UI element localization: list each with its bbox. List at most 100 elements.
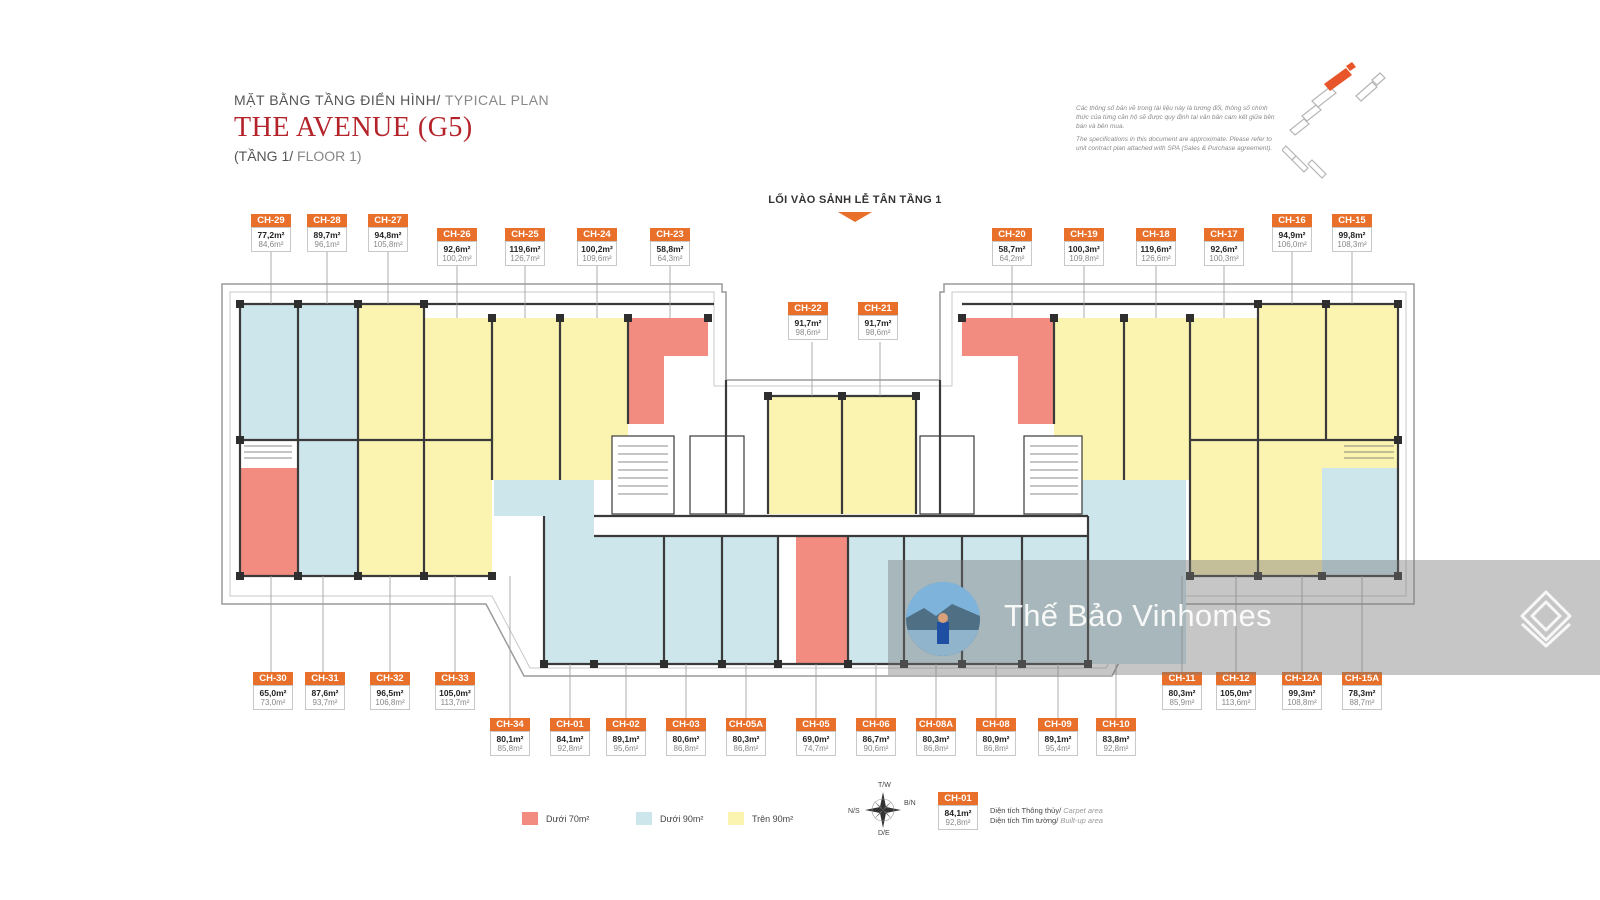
unit-ch-01 bbox=[594, 536, 664, 664]
unit-code: CH-12A bbox=[1282, 672, 1322, 685]
unit-carpet-area: 89,1m² bbox=[1044, 734, 1072, 744]
unit-carpet-area: 78,3m² bbox=[1348, 688, 1376, 698]
unit-carpet-area: 94,8m² bbox=[374, 230, 402, 240]
unit-ch-17 bbox=[1190, 318, 1258, 440]
legend-swatch bbox=[522, 812, 538, 825]
key-explanation: Diện tích Thông thủy/ Carpet area Diện t… bbox=[990, 806, 1103, 826]
unit-code: CH-18 bbox=[1136, 228, 1176, 241]
unit-ch-20 bbox=[962, 318, 1054, 356]
unit-carpet-area: 91,7m² bbox=[864, 318, 892, 328]
key-built-area: 92,8m² bbox=[945, 818, 971, 827]
unit-carpet-area: 80,6m² bbox=[672, 734, 700, 744]
unit-code: CH-08 bbox=[976, 718, 1016, 731]
unit-carpet-area: 94,9m² bbox=[1278, 230, 1306, 240]
unit-ch-32 bbox=[358, 440, 424, 576]
unit-code: CH-19 bbox=[1064, 228, 1104, 241]
legend-label: Dưới 70m² bbox=[546, 813, 590, 824]
unit-built-area: 113,7m² bbox=[440, 698, 470, 707]
unit-ch-31 bbox=[298, 440, 358, 576]
unit-carpet-area: 99,3m² bbox=[1288, 688, 1316, 698]
subtitle-en: TYPICAL PLAN bbox=[440, 92, 550, 108]
unit-code: CH-24 bbox=[577, 228, 617, 241]
unit-ch-15a bbox=[1322, 468, 1398, 576]
unit-carpet-area: 80,3m² bbox=[922, 734, 950, 744]
unit-built-area: 92,8m² bbox=[557, 744, 583, 753]
unit-code: CH-31 bbox=[305, 672, 345, 685]
unit-built-area: 85,8m² bbox=[497, 744, 523, 753]
unit-built-area: 74,7m² bbox=[803, 744, 829, 753]
unit-code: CH-27 bbox=[368, 214, 408, 227]
unit-built-area: 105,8m² bbox=[373, 240, 403, 249]
unit-carpet-area: 96,5m² bbox=[376, 688, 404, 698]
unit-code: CH-15 bbox=[1332, 214, 1372, 227]
disclaimer: Các thông số bản vẽ trong tài liệu này l… bbox=[1076, 104, 1276, 157]
unit-ch-09 bbox=[1022, 536, 1088, 664]
unit-built-area: 64,2m² bbox=[999, 254, 1025, 263]
unit-carpet-area: 105,0m² bbox=[1220, 688, 1252, 698]
unit-built-area: 100,2m² bbox=[442, 254, 472, 263]
unit-built-area: 106,8m² bbox=[375, 698, 405, 707]
compass: T/W B/N D/E N/S bbox=[848, 782, 916, 838]
legend-item-under70: Dưới 70m² bbox=[522, 812, 589, 825]
key-built-en: Built-up area bbox=[1058, 816, 1103, 825]
unit-ch-22 bbox=[768, 396, 842, 514]
unit-code: CH-20 bbox=[992, 228, 1032, 241]
unit-code: CH-06 bbox=[856, 718, 896, 731]
unit-built-area: 93,7m² bbox=[312, 698, 338, 707]
unit-built-area: 98,6m² bbox=[865, 328, 891, 337]
unit-carpet-area: 80,3m² bbox=[1168, 688, 1196, 698]
unit-code: CH-01 bbox=[550, 718, 590, 731]
unit-carpet-area: 119,6m² bbox=[1140, 244, 1172, 254]
site-outline bbox=[221, 283, 1415, 677]
unit-code: CH-05 bbox=[796, 718, 836, 731]
unit-code: CH-02 bbox=[606, 718, 646, 731]
disclaimer-vi: Các thông số bản vẽ trong tài liệu này l… bbox=[1076, 105, 1275, 130]
unit-code: CH-11 bbox=[1162, 672, 1202, 685]
unit-built-area: 95,4m² bbox=[1045, 744, 1071, 753]
unit-built-area: 96,1m² bbox=[314, 240, 340, 249]
unit-code: CH-25 bbox=[505, 228, 545, 241]
unit-ch-23-b bbox=[628, 356, 664, 424]
unit-code: CH-30 bbox=[253, 672, 293, 685]
unit-carpet-area: 92,6m² bbox=[443, 244, 471, 254]
key-code: CH-01 bbox=[938, 792, 978, 805]
floor-label: (TẦNG 1/ FLOOR 1) bbox=[234, 148, 549, 164]
legend-item-under90: Dưới 90m² bbox=[636, 812, 703, 825]
floor-vi: (TẦNG 1/ bbox=[234, 148, 294, 164]
legend-label: Dưới 90m² bbox=[660, 813, 704, 824]
unit-built-area: 86,8m² bbox=[983, 744, 1009, 753]
unit-carpet-area: 119,6m² bbox=[509, 244, 541, 254]
key-carpet-area: 84,1m² bbox=[944, 808, 972, 818]
plan-header: MẶT BẰNG TẦNG ĐIỂN HÌNH/ TYPICAL PLAN TH… bbox=[234, 92, 549, 164]
entrance-label: LỐI VÀO SẢNH LỄ TÂN TẦNG 1 bbox=[768, 194, 942, 206]
plan-title: THE AVENUE (G5) bbox=[234, 112, 473, 143]
unit-ch-18 bbox=[1124, 318, 1190, 480]
compass-west: N/S bbox=[848, 808, 860, 815]
unit-carpet-area: 87,6m² bbox=[311, 688, 339, 698]
legend-swatch bbox=[636, 812, 652, 825]
unit-ch-27 bbox=[358, 304, 424, 440]
unit-code: CH-29 bbox=[251, 214, 291, 227]
unit-ch-03 bbox=[722, 536, 778, 664]
unit-ch-05 bbox=[796, 536, 848, 664]
key-built-vi: Diện tích Tim tường/ bbox=[990, 816, 1059, 825]
unit-carpet-area: 80,3m² bbox=[732, 734, 760, 744]
unit-built-area: 126,6m² bbox=[1141, 254, 1171, 263]
